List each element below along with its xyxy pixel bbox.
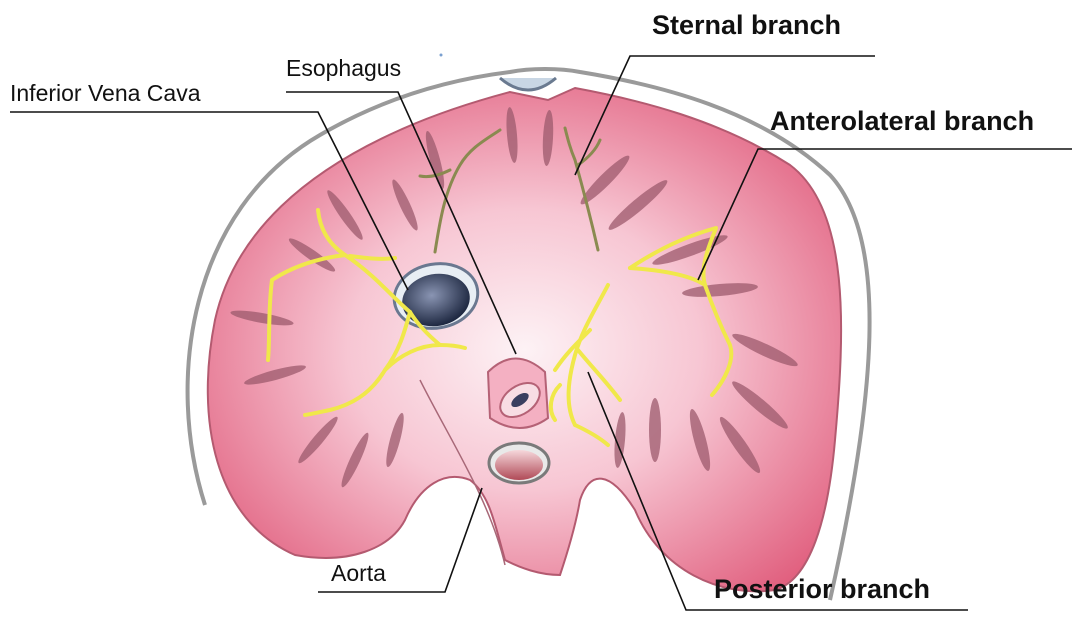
aorta-lumen <box>495 450 543 480</box>
xiphoid-notch <box>500 78 556 90</box>
muscle-fiber <box>649 398 661 462</box>
label-inferior-vena-cava: Inferior Vena Cava <box>10 80 201 107</box>
decorative-dot <box>440 54 443 57</box>
label-esophagus: Esophagus <box>286 55 401 82</box>
label-sternal-branch: Sternal branch <box>652 10 841 41</box>
label-posterior-branch: Posterior branch <box>714 574 930 605</box>
aorta-opening <box>489 443 549 483</box>
label-anterolateral-branch: Anterolateral branch <box>770 106 1034 137</box>
label-aorta: Aorta <box>331 560 386 587</box>
esophagus-opening <box>488 359 548 429</box>
